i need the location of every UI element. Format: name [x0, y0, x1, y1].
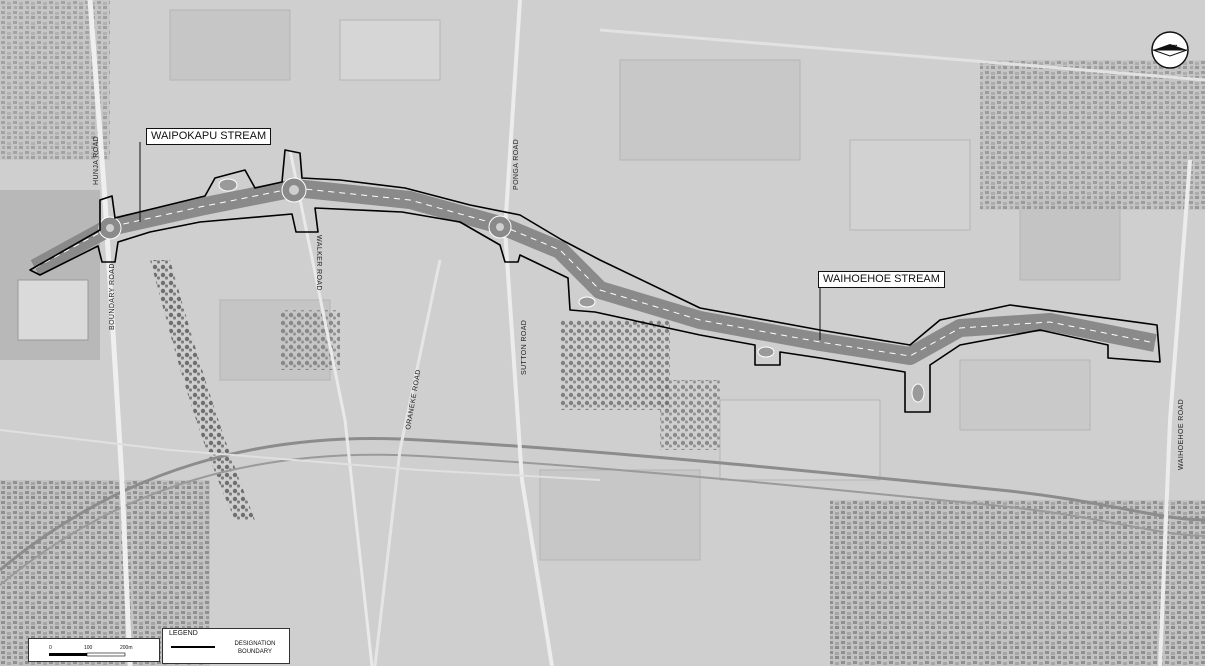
- scale-bar: 0 100 200m: [28, 638, 160, 662]
- callout-waihoehoe-stream: WAIHOEHOE STREAM: [818, 271, 945, 288]
- legend-title: LEGEND: [169, 630, 198, 637]
- road-label-ponga: PONGA ROAD: [513, 139, 520, 190]
- svg-text:N: N: [1170, 44, 1179, 50]
- road-label-boundary: BOUNDARY ROAD: [109, 263, 116, 330]
- north-arrow-icon: N: [1150, 30, 1190, 70]
- stormwater-pond: [757, 346, 775, 358]
- legend-item-label-line2: BOUNDARY: [238, 649, 272, 655]
- scale-label-200m: 200m: [120, 645, 133, 651]
- stormwater-pond: [578, 296, 596, 308]
- stormwater-pond: [911, 383, 925, 403]
- scale-label-0: 0: [49, 645, 52, 651]
- road-centreline: [34, 187, 1156, 357]
- road-label-waihoehoe: WAIHOEHOE ROAD: [1178, 399, 1185, 470]
- stormwater-pond: [218, 178, 238, 192]
- callout-waipokapu-stream: WAIPOKAPU STREAM: [146, 128, 272, 145]
- legend-boundary-swatch: [171, 646, 215, 648]
- legend-item-label: DESIGNATION BOUNDARY: [223, 640, 287, 656]
- road-label-walker: WALKER ROAD: [315, 235, 322, 291]
- road-label-sutton: SUTTON ROAD: [521, 320, 528, 375]
- designation-boundary: [29, 149, 1161, 413]
- legend-item-label-line1: DESIGNATION: [234, 641, 276, 647]
- scale-label-100: 100: [84, 645, 93, 651]
- road-label-hunja: HUNJA ROAD: [93, 136, 100, 185]
- legend: LEGEND DESIGNATION BOUNDARY: [162, 628, 290, 664]
